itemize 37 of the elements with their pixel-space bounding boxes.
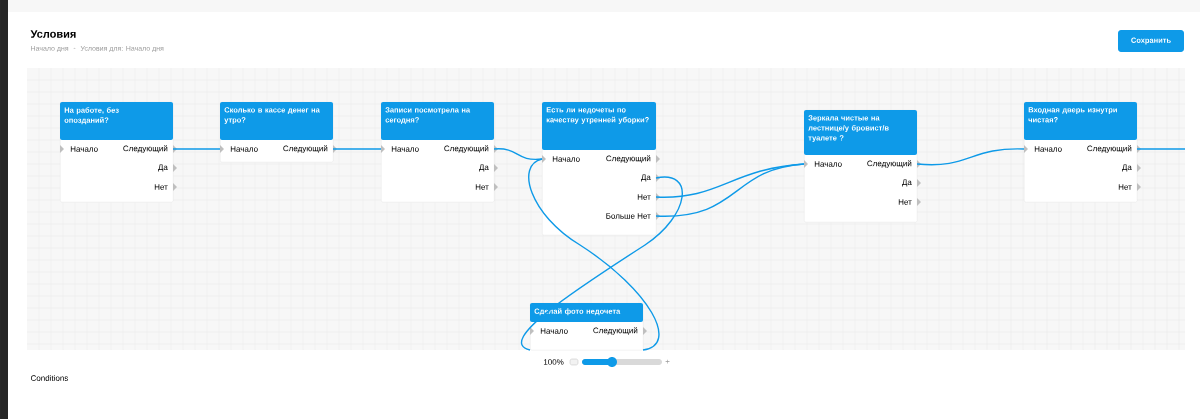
port-label: Нет	[637, 194, 651, 200]
port-label: Начало	[391, 146, 419, 152]
port-label: Да	[902, 179, 912, 187]
port-label: Больше Нет	[606, 213, 651, 219]
port-label: Следующий	[606, 155, 651, 163]
port-label: Следующий	[867, 160, 912, 168]
zoom-plus: +	[665, 359, 670, 364]
connector	[655, 163, 805, 198]
port-label: Нет	[154, 184, 168, 190]
connector	[493, 148, 543, 161]
port-label: Да	[1122, 164, 1132, 172]
port-label: Нет	[475, 184, 489, 190]
port-label: Начало	[540, 328, 568, 334]
port-label: Начало	[814, 161, 842, 167]
connector	[655, 163, 805, 217]
port-label: Следующий	[444, 145, 489, 153]
port-label: Да	[158, 164, 168, 172]
connector	[1136, 148, 1186, 150]
port-label: Следующий	[1087, 145, 1132, 153]
port-label: Следующий	[283, 145, 328, 153]
section-label: Conditions	[30, 375, 69, 381]
zoom-label: 100%	[543, 359, 564, 365]
connector	[528, 158, 660, 351]
port-label: Начало	[1034, 146, 1062, 152]
port-label: Да	[641, 174, 651, 182]
port-label: Следующий	[123, 145, 168, 153]
port-label: Начало	[230, 146, 258, 152]
connector	[332, 148, 382, 150]
port-label: Да	[479, 164, 489, 172]
connector	[172, 148, 221, 150]
port-label: Начало	[70, 146, 98, 152]
connector	[916, 148, 1025, 166]
port-label: Следующий	[593, 327, 638, 335]
port-label: Начало	[552, 156, 580, 162]
page-title: Условия	[30, 30, 76, 38]
port-label: Нет	[1118, 184, 1132, 190]
port-label: Нет	[898, 199, 912, 205]
